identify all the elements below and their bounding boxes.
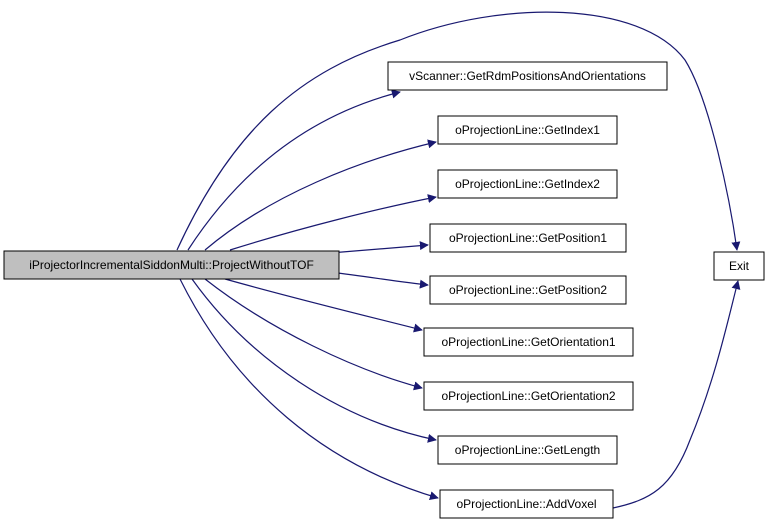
edge-root-to-get-position2 <box>329 271 429 289</box>
node-get-index2-label: oProjectionLine::GetIndex2 <box>455 177 600 191</box>
node-root[interactable]: iProjectorIncrementalSiddonMulti::Projec… <box>3 250 340 280</box>
edge-root-to-get-position1 <box>329 241 429 254</box>
edge-root-to-get-index1 <box>204 139 437 251</box>
edge-root-to-get-rdm <box>187 89 401 251</box>
edge-root-to-get-index2 <box>229 194 437 251</box>
node-get-position2[interactable]: oProjectionLine::GetPosition2 <box>429 275 627 305</box>
node-get-orientation2[interactable]: oProjectionLine::GetOrientation2 <box>423 381 634 411</box>
node-get-index2[interactable]: oProjectionLine::GetIndex2 <box>437 169 618 199</box>
node-get-index1-label: oProjectionLine::GetIndex1 <box>455 123 600 137</box>
node-exit-label: Exit <box>729 259 750 273</box>
node-get-rdm-label: vScanner::GetRdmPositionsAndOrientations <box>409 69 646 83</box>
edge-root-to-exit <box>176 11 741 251</box>
edge-root-to-get-orientation1 <box>224 278 423 333</box>
edge-root-to-get-length <box>191 278 437 443</box>
node-add-voxel[interactable]: oProjectionLine::AddVoxel <box>439 489 614 519</box>
node-get-orientation1[interactable]: oProjectionLine::GetOrientation1 <box>423 327 634 357</box>
node-add-voxel-label: oProjectionLine::AddVoxel <box>456 497 596 511</box>
node-get-index1[interactable]: oProjectionLine::GetIndex1 <box>437 115 618 145</box>
node-get-rdm[interactable]: vScanner::GetRdmPositionsAndOrientations <box>387 61 668 91</box>
node-get-orientation2-label: oProjectionLine::GetOrientation2 <box>441 389 615 403</box>
node-get-length[interactable]: oProjectionLine::GetLength <box>437 435 618 465</box>
node-root-label: iProjectorIncrementalSiddonMulti::Projec… <box>29 258 314 272</box>
node-get-orientation1-label: oProjectionLine::GetOrientation1 <box>441 335 615 349</box>
node-get-length-label: oProjectionLine::GetLength <box>455 443 600 457</box>
node-get-position2-label: oProjectionLine::GetPosition2 <box>449 283 607 297</box>
node-get-position1-label: oProjectionLine::GetPosition1 <box>449 231 607 245</box>
edge-add-voxel-to-exit <box>612 280 741 509</box>
node-exit[interactable]: Exit <box>713 251 765 281</box>
edge-root-to-add-voxel <box>179 278 439 501</box>
edge-root-to-get-orientation2 <box>204 278 423 391</box>
node-get-position1[interactable]: oProjectionLine::GetPosition1 <box>429 223 627 253</box>
